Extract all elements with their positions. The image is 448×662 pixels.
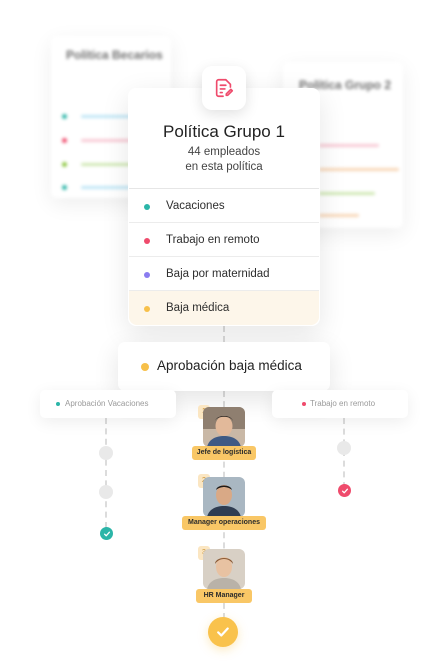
check-icon bbox=[100, 527, 113, 540]
status-dot bbox=[144, 272, 150, 278]
status-dot bbox=[144, 238, 150, 244]
status-dot bbox=[56, 402, 60, 406]
approver-role: Jefe de logística bbox=[192, 446, 256, 460]
side-flow-label: Aprobación Vacaciones bbox=[65, 399, 149, 408]
side-flow-card-remoto[interactable]: Trabajo en remoto bbox=[272, 390, 408, 418]
leave-type-baja-medica[interactable]: Baja médica bbox=[129, 291, 319, 325]
leave-type-vacaciones[interactable]: Vacaciones bbox=[129, 189, 319, 223]
policy-scope-line: en esta política bbox=[185, 161, 263, 173]
connector-main bbox=[223, 326, 225, 342]
avatar bbox=[203, 477, 245, 517]
status-dot bbox=[144, 204, 150, 210]
side-flow-label: Trabajo en remoto bbox=[310, 399, 376, 408]
leave-type-trabajo-en-remoto[interactable]: Trabajo en remoto bbox=[129, 223, 319, 257]
pending-step-dot bbox=[337, 441, 351, 455]
leave-type-label: Trabajo en remoto bbox=[166, 234, 260, 246]
leave-type-label: Vacaciones bbox=[166, 200, 225, 212]
pending-step-dot bbox=[99, 446, 113, 460]
leave-type-label: Baja por maternidad bbox=[166, 268, 270, 280]
policy-employees-line: 44 empleados bbox=[187, 146, 261, 158]
avatar bbox=[203, 549, 245, 589]
approval-flow-card[interactable]: Aprobación baja médica bbox=[118, 342, 330, 391]
policy-title: Política Grupo 1 bbox=[163, 122, 285, 141]
approver-role: Manager operaciones bbox=[182, 516, 266, 530]
leave-type-label: Baja médica bbox=[166, 302, 230, 314]
background-policy-title: Política Becarios bbox=[66, 48, 163, 62]
pending-step-dot bbox=[99, 485, 113, 499]
document-edit-icon bbox=[202, 66, 246, 110]
status-dot bbox=[141, 363, 149, 371]
background-policy-title: Política Grupo 2 bbox=[299, 78, 392, 92]
approved-check-icon bbox=[208, 617, 238, 647]
policy-employee-count: 44 empleados en esta política bbox=[128, 145, 320, 175]
connector-left bbox=[105, 418, 107, 528]
status-dot bbox=[302, 402, 306, 406]
status-dot bbox=[144, 306, 150, 312]
approval-flow-title: Aprobación baja médica bbox=[157, 358, 302, 373]
leave-type-baja-por-maternidad[interactable]: Baja por maternidad bbox=[129, 257, 319, 291]
check-icon bbox=[338, 484, 351, 497]
side-flow-card-vacaciones[interactable]: Aprobación Vacaciones bbox=[40, 390, 176, 418]
leave-type-list: Vacaciones Trabajo en remoto Baja por ma… bbox=[129, 188, 319, 325]
policy-card bbox=[128, 88, 320, 326]
avatar bbox=[203, 407, 245, 447]
approver-role: HR Manager bbox=[196, 589, 252, 603]
